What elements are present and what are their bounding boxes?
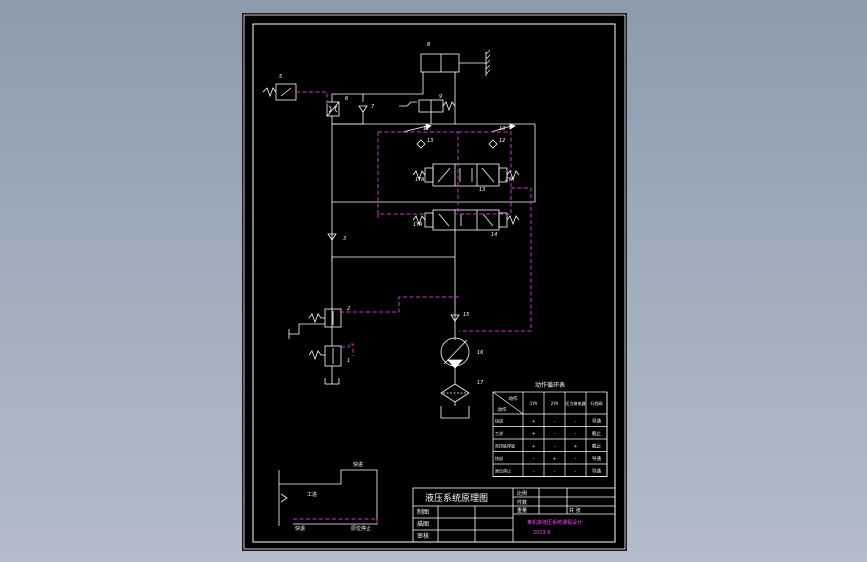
cycle-left-label: 快退 <box>295 525 305 532</box>
table-header: 1YA <box>530 401 538 406</box>
table-cell: - <box>575 432 577 437</box>
label-check-3: 3 <box>343 236 346 242</box>
title-block-title: 液压系统原理图 <box>425 492 488 504</box>
label-relief-2: 2 <box>347 306 350 312</box>
outer-frame <box>243 14 626 550</box>
check-valve <box>358 105 368 113</box>
label-directional-13: 13 <box>479 187 485 193</box>
cycle-mid-label: 工进 <box>307 491 317 498</box>
pressure-valve <box>324 345 342 367</box>
table-cell: + <box>532 419 536 425</box>
label-check-7: 7 <box>371 104 375 110</box>
table-cell: - <box>554 420 556 425</box>
directional-valve-upper <box>432 163 500 187</box>
table-cell: 截止 <box>592 443 601 450</box>
table-cell: - <box>575 457 577 462</box>
label-throttle: 6 <box>345 96 348 102</box>
table-row-label: 死挡铁停留 <box>495 443 515 449</box>
label-travel-valve: 9 <box>439 94 442 100</box>
label-cylinder: 8 <box>427 42 430 48</box>
table-cell: + <box>532 444 536 450</box>
cycle-right-label: 原位停止 <box>351 525 371 532</box>
table-cell: + <box>532 431 536 437</box>
drawing-sheet: 8 5 6 7 9 11 10 13 12 13 14 3 2 1 15 16 … <box>242 13 627 551</box>
title-block-drawer: 制图 <box>417 508 429 516</box>
table-cell: - <box>533 470 535 475</box>
title-block-code: 2013.6 <box>533 530 551 536</box>
label-directional-14: 14 <box>491 232 497 238</box>
table-corner-bottom: 动作 <box>498 406 507 413</box>
table-row-label: 快退 <box>495 455 503 461</box>
table-header: 压力继电器 <box>566 400 586 406</box>
directional-valve-lower <box>432 209 500 231</box>
title-block-count: 件数 <box>517 499 527 506</box>
table-cell: - <box>533 457 535 462</box>
table-row-label: 工进 <box>495 430 503 436</box>
table-cell: 导通 <box>592 418 601 425</box>
table-cell: - <box>575 470 577 475</box>
label-valve-13: 13 <box>427 138 433 144</box>
cycle-diagram-path <box>279 469 378 525</box>
oil-tank <box>440 406 470 419</box>
label-filter-17: 17 <box>477 380 484 386</box>
label-valve-12: 12 <box>499 138 505 144</box>
title-block-tracer: 描图 <box>417 520 429 528</box>
title-block-org: 某机床液压系统课程设计 <box>527 519 582 526</box>
table-cell: 导通 <box>592 468 601 475</box>
throttle-valve <box>326 101 340 117</box>
table-cell: - <box>554 445 556 450</box>
label-throttle-10: 10 <box>499 126 505 132</box>
label-pump-16: 16 <box>477 350 483 356</box>
title-block <box>412 487 616 543</box>
table-header: 2YA <box>551 401 559 406</box>
label-pressure-switch: 5 <box>279 74 282 80</box>
label-throttle-11: 11 <box>423 126 429 132</box>
cycle-top-label: 快进 <box>353 461 363 468</box>
table-row-label: 快进 <box>495 418 503 424</box>
table-cell: + <box>553 456 557 462</box>
label-check-15: 15 <box>463 312 469 318</box>
table-row-label: 原位停止 <box>495 468 511 474</box>
title-block-reviewer: 审核 <box>417 532 429 540</box>
hydraulic-cylinder <box>420 53 460 73</box>
table-cell: 截止 <box>592 430 601 437</box>
label-1ya-a: 1YA <box>415 177 425 183</box>
label-1ya-b: 1YA <box>413 222 423 228</box>
table-corner-top: 动作 <box>509 395 518 402</box>
table-cell: 导通 <box>592 455 601 462</box>
table-header: 行程阀 <box>591 400 603 406</box>
label-valve-1: 1 <box>347 358 350 364</box>
hydraulic-schematic: 8 5 6 7 9 11 10 13 12 13 14 3 2 1 15 16 … <box>243 14 626 550</box>
title-block-sheets: 共 张 <box>569 507 581 514</box>
title-block-weight: 重量 <box>517 507 527 514</box>
title-block-scale: 比例 <box>517 490 527 497</box>
table-cell: + <box>574 444 578 450</box>
table-cell: - <box>575 420 577 425</box>
table-cell: - <box>554 432 556 437</box>
label-2ya: 2YA <box>505 177 515 183</box>
table-cell: - <box>554 470 556 475</box>
action-table-title: 动作循环表 <box>535 381 565 389</box>
